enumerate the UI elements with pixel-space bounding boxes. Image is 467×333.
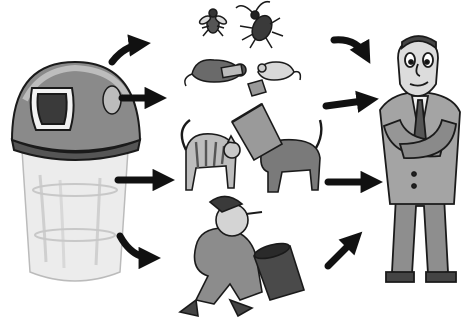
cockroach-icon <box>236 2 283 48</box>
standing-man-illustration <box>380 36 460 282</box>
arrow-rats-to-man <box>326 100 370 106</box>
fly-icon <box>198 9 227 36</box>
arrow-bin-to-insects <box>112 44 142 62</box>
man-with-bin-illustration <box>180 196 304 316</box>
arrow-scavenger-to-man <box>328 238 356 266</box>
cat-illustration <box>182 120 240 190</box>
arrow-bin-to-scavenger <box>120 236 152 258</box>
rats-illustration <box>185 60 301 96</box>
arrow-insects-to-man <box>334 40 366 56</box>
dog-illustration <box>232 104 321 192</box>
